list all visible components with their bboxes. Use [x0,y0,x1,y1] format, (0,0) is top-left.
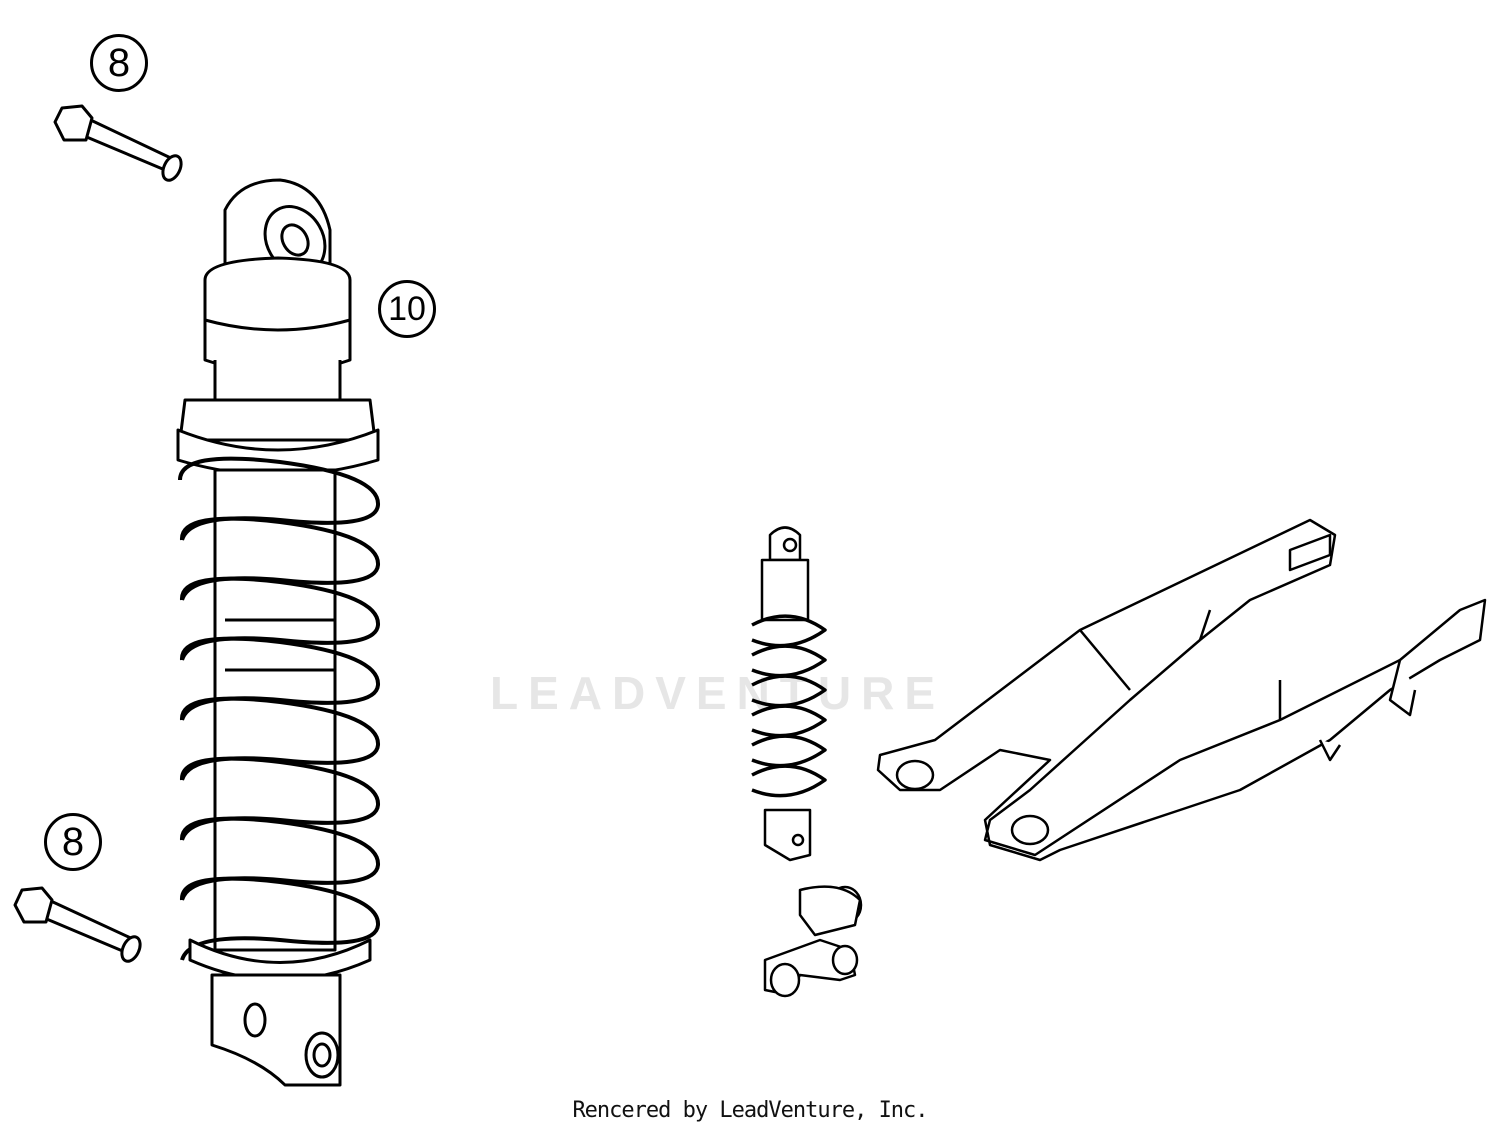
footer-credit: Rencered by LeadVenture, Inc. [572,1098,928,1123]
swingarm[interactable] [876,518,1487,862]
upper-bolt[interactable] [53,104,185,183]
lower-bolt[interactable] [13,886,144,964]
callout-8-lower: 8 [44,813,102,871]
shock-absorber[interactable] [176,178,380,1087]
small-shock-absorber[interactable] [751,526,827,862]
callout-8-upper: 8 [90,34,148,92]
callout-10: 10 [378,280,436,338]
leadventure-watermark: LEADVENTURE [490,667,946,719]
linkage-lever[interactable] [763,885,863,998]
